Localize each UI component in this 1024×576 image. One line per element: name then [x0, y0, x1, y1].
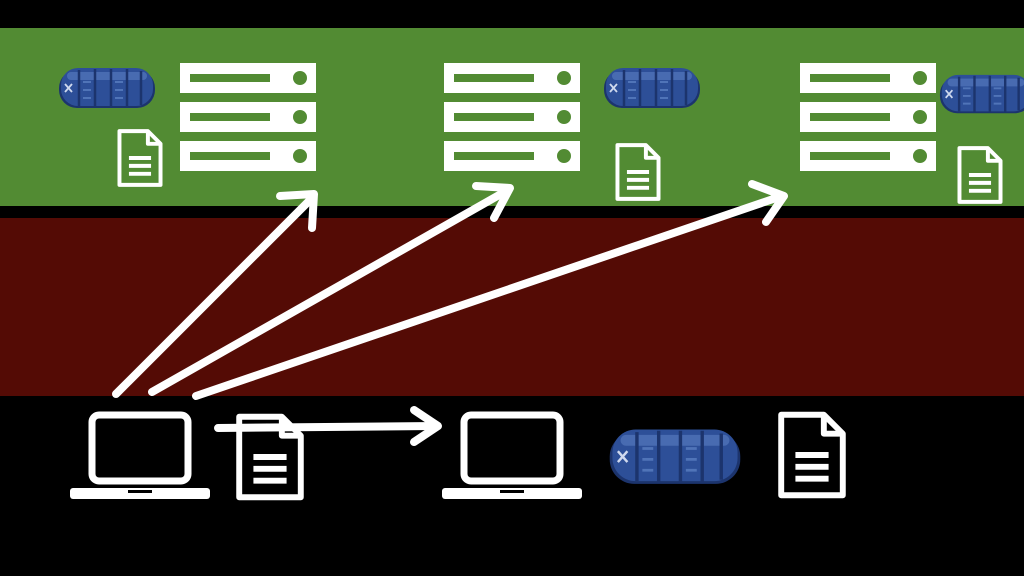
data-capsule-cloud-1 [57, 66, 157, 110]
local-zone [0, 396, 1024, 548]
arrow-to-server-2 [148, 182, 514, 396]
server-rack-2 [444, 63, 580, 171]
arrow-to-server-3 [192, 180, 788, 400]
data-capsule-cloud-2 [602, 66, 702, 110]
server-rack-1 [180, 63, 316, 171]
server-rack-3 [800, 63, 936, 171]
network-zone [0, 218, 1024, 396]
arrow-to-server-1 [112, 190, 318, 398]
data-capsule-cloud-3 [938, 73, 1024, 115]
arrow-to-laptop-receiver [214, 406, 442, 446]
data-capsule-local [607, 427, 743, 486]
